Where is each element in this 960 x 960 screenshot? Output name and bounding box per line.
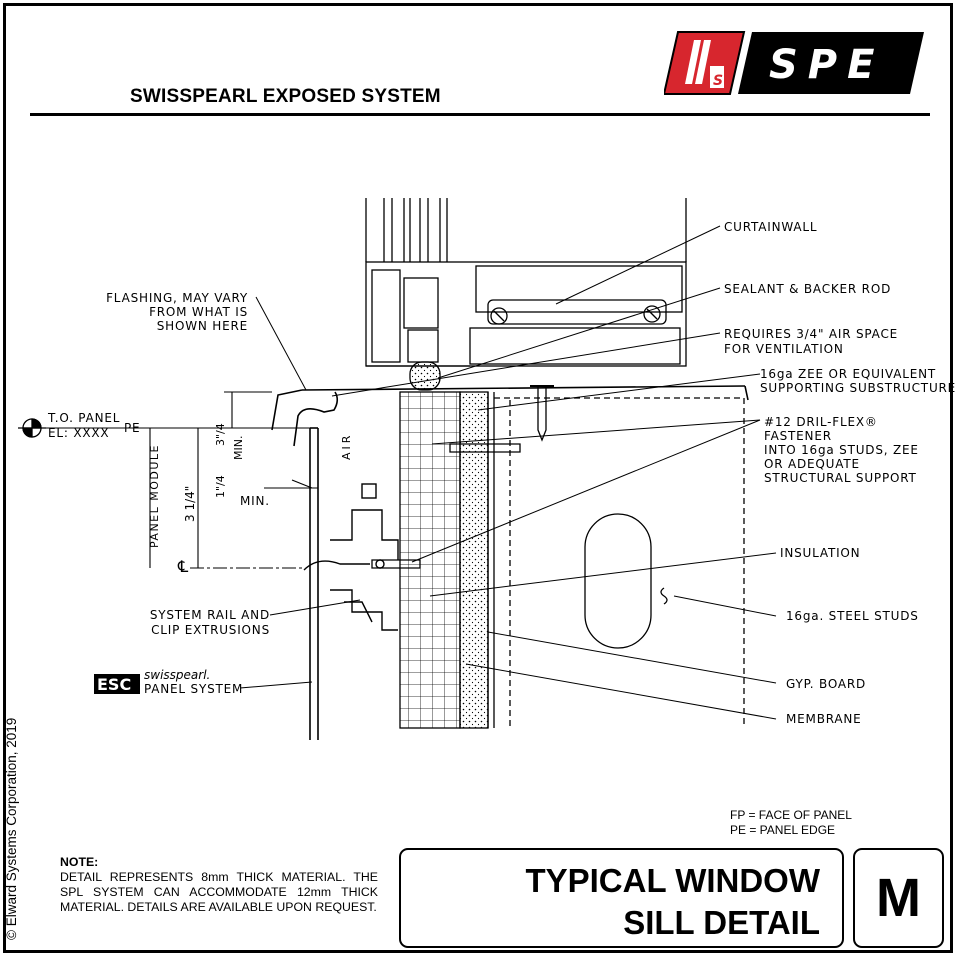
label-min-2: MIN. bbox=[240, 494, 270, 508]
fasteners bbox=[371, 385, 554, 569]
label-air: AIR bbox=[340, 433, 353, 460]
label-panel-system: PANEL SYSTEM bbox=[144, 682, 243, 696]
label-fastener-3: INTO 16ga STUDS, ZEE bbox=[764, 443, 919, 457]
header-title: SWISSPEARL EXPOSED SYSTEM bbox=[130, 86, 441, 107]
label-flashing-2: FROM WHAT IS bbox=[149, 305, 248, 319]
panel bbox=[309, 427, 319, 740]
label-sealant: SEALANT & BACKER ROD bbox=[724, 282, 891, 296]
label-flashing-3: SHOWN HERE bbox=[157, 319, 248, 333]
note-body: DETAIL REPRESENTS 8mm THICK MATERIAL. TH… bbox=[60, 870, 378, 914]
drawing-frame bbox=[3, 3, 953, 953]
label-membrane: MEMBRANE bbox=[786, 712, 862, 726]
label-insulation: INSULATION bbox=[780, 546, 860, 560]
label-fastener-4: OR ADEQUATE bbox=[764, 457, 860, 471]
sheet-id: M bbox=[853, 848, 944, 948]
header-rule bbox=[30, 113, 930, 116]
logo-mark: S bbox=[713, 73, 723, 89]
label-gyp-board: GYP. BOARD bbox=[786, 677, 866, 691]
sealant-backer-rod bbox=[409, 361, 441, 391]
label-zee-1: 16ga ZEE OR EQUIVALENT bbox=[760, 367, 936, 381]
legend-fp: FP = FACE OF PANEL bbox=[730, 808, 852, 822]
label-min-1: MIN. bbox=[232, 436, 245, 460]
note-heading: NOTE: bbox=[60, 855, 99, 869]
dim-3-4: 3"/4 bbox=[214, 423, 227, 446]
dim-3-1-4: 3 1/4" bbox=[183, 486, 197, 522]
esc-brand-text: swisspearl. bbox=[144, 668, 210, 682]
label-to-panel: T.O. PANEL bbox=[47, 411, 120, 425]
steel-studs bbox=[487, 392, 745, 728]
label-zee-2: SUPPORTING SUBSTRUCTURE bbox=[760, 381, 956, 395]
title-text: TYPICAL WINDOW SILL DETAIL bbox=[525, 860, 820, 944]
spe-logo: S SPE bbox=[664, 31, 924, 95]
label-steel-studs: 16ga. STEEL STUDS bbox=[786, 609, 919, 623]
label-panel-module: PANEL MODULE bbox=[148, 444, 161, 548]
curtainwall bbox=[365, 198, 687, 367]
label-system-rail-2: CLIP EXTRUSIONS bbox=[151, 623, 270, 637]
datum-marker-icon bbox=[18, 418, 46, 438]
leader-lines bbox=[239, 225, 777, 720]
gyp-board bbox=[459, 391, 489, 729]
label-system-rail-1: SYSTEM RAIL AND bbox=[150, 608, 270, 622]
label-curtainwall: CURTAINWALL bbox=[724, 220, 817, 234]
esc-logo-text: ESC bbox=[97, 675, 131, 694]
label-pe: PE bbox=[124, 421, 140, 435]
label-fastener-5: STRUCTURAL SUPPORT bbox=[764, 471, 917, 485]
dim-1-4: 1"/4 bbox=[214, 475, 227, 498]
logo-text: SPE bbox=[769, 42, 884, 88]
label-fastener-1: #12 DRIL-FLEX® bbox=[764, 415, 878, 429]
legend-pe: PE = PANEL EDGE bbox=[730, 823, 836, 837]
note: NOTE: DETAIL REPRESENTS 8mm THICK MATERI… bbox=[60, 855, 378, 915]
legend: FP = FACE OF PANEL PE = PANEL EDGE bbox=[730, 808, 852, 838]
copyright: © Elward Systems Corporation, 2019 bbox=[4, 717, 19, 940]
title-block: TYPICAL WINDOW SILL DETAIL bbox=[399, 848, 844, 948]
label-fastener-2: FASTENER bbox=[764, 429, 832, 443]
title-line-2: SILL DETAIL bbox=[623, 904, 820, 941]
label-centerline: ℄ bbox=[177, 557, 189, 576]
label-air-space-2: FOR VENTILATION bbox=[724, 342, 844, 356]
title-line-1: TYPICAL WINDOW bbox=[525, 862, 820, 899]
label-elevation: EL: XXXX bbox=[48, 426, 109, 440]
esc-logo: ESC swisspearl. bbox=[94, 668, 210, 694]
label-flashing-1: FLASHING, MAY VARY bbox=[106, 291, 248, 305]
label-air-space-1: REQUIRES 3/4" AIR SPACE bbox=[724, 327, 898, 341]
